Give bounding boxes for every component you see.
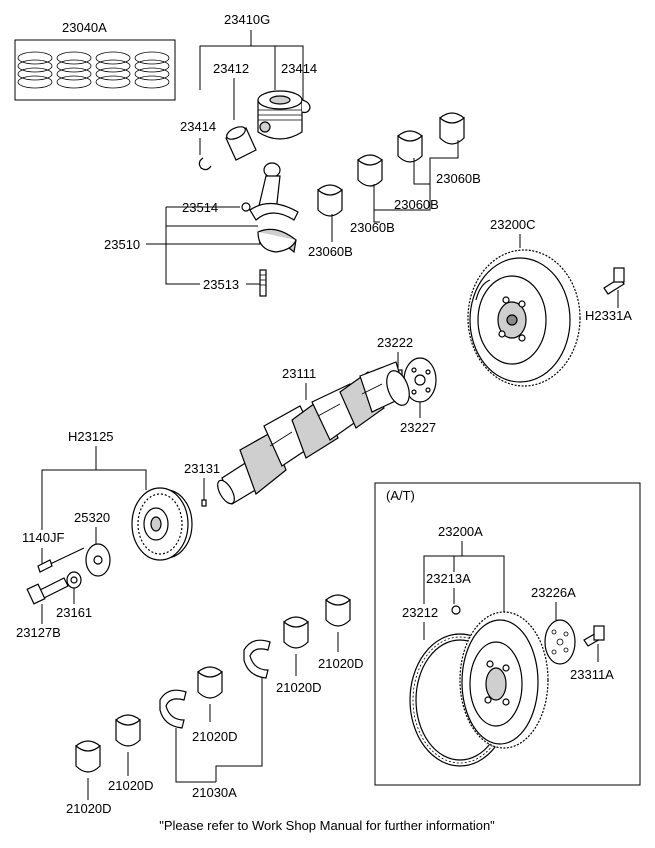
crankshaft xyxy=(217,361,410,505)
label-21020D-4: 21020D xyxy=(276,680,322,695)
label-23040A: 23040A xyxy=(62,20,107,35)
bearing-21020D-2 xyxy=(115,714,141,747)
label-23200C: 23200C xyxy=(490,217,536,232)
thrust-washer-2 xyxy=(243,639,271,679)
bearing-21020D-1 xyxy=(75,740,101,773)
piston xyxy=(257,90,303,140)
label-H2331A: H2331A xyxy=(585,308,632,323)
at-adapter-plate xyxy=(544,619,576,665)
label-H23125: H23125 xyxy=(68,429,114,444)
label-23226A: 23226A xyxy=(531,585,576,600)
label-23060B-top: 23060B xyxy=(436,171,481,186)
label-25320: 25320 xyxy=(74,510,110,525)
bearing-21020D-3 xyxy=(197,666,223,699)
label-1140JF: 1140JF xyxy=(22,530,64,545)
snap-ring-left xyxy=(198,157,212,171)
pulley-bolt xyxy=(26,577,69,605)
bearing-21020D-4 xyxy=(283,616,309,649)
at-bolt xyxy=(583,625,605,647)
label-21020D-2: 21020D xyxy=(108,778,154,793)
label-23060B-low: 23060B xyxy=(308,244,353,259)
label-23200A: 23200A xyxy=(438,524,483,539)
label-21030A: 21030A xyxy=(192,785,237,800)
rod-bolt xyxy=(259,269,267,297)
flywheel xyxy=(467,249,581,387)
label-23111: 23111 xyxy=(282,366,316,381)
label-23222: 23222 xyxy=(377,335,413,350)
bearing-21020D-5 xyxy=(325,594,351,627)
at-section-title: (A/T) xyxy=(386,488,415,503)
small-bolt xyxy=(37,559,53,573)
washer xyxy=(66,571,82,589)
label-23311A: 23311A xyxy=(570,667,614,682)
label-23414-right: 23414 xyxy=(281,61,317,76)
label-21020D-5: 21020D xyxy=(318,656,364,671)
label-23131: 23131 xyxy=(184,461,220,476)
connecting-rod xyxy=(249,162,299,254)
label-23227: 23227 xyxy=(400,420,436,435)
label-23510: 23510 xyxy=(104,237,140,252)
damper-pulley xyxy=(131,487,193,561)
crankshaft-key xyxy=(201,499,207,507)
label-21020D-3: 21020D xyxy=(192,729,238,744)
at-dowel xyxy=(451,605,461,615)
adapter-plate xyxy=(403,357,437,403)
crankshaft-sprocket xyxy=(85,543,111,577)
bearing-23060B-1 xyxy=(317,184,343,217)
bearing-23060B-2 xyxy=(357,154,383,187)
label-21020D-1: 21020D xyxy=(66,801,112,816)
bearing-23060B-3 xyxy=(397,130,423,163)
label-23212: 23212 xyxy=(402,605,438,620)
label-23414-left: 23414 xyxy=(180,119,216,134)
snap-ring-right xyxy=(301,99,311,114)
label-23410G: 23410G xyxy=(224,12,270,27)
at-section-box xyxy=(374,482,641,786)
footer-note: "Please refer to Work Shop Manual for fu… xyxy=(159,818,495,833)
piston-ring-set xyxy=(14,39,176,101)
drive-plate xyxy=(459,611,549,749)
rod-nut xyxy=(241,202,251,212)
piston-pin xyxy=(225,126,257,161)
label-23060B-mid-right: 23060B xyxy=(394,197,439,212)
bearing-23060B-4 xyxy=(439,112,465,145)
flywheel-bolt xyxy=(603,267,625,295)
label-23412: 23412 xyxy=(213,61,249,76)
thrust-washer-1 xyxy=(159,689,187,729)
label-23060B-mid: 23060B xyxy=(350,220,395,235)
label-23213A: 23213A xyxy=(426,571,471,586)
label-23161: 23161 xyxy=(56,605,92,620)
label-23513: 23513 xyxy=(203,277,239,292)
label-23127B: 23127B xyxy=(16,625,61,640)
